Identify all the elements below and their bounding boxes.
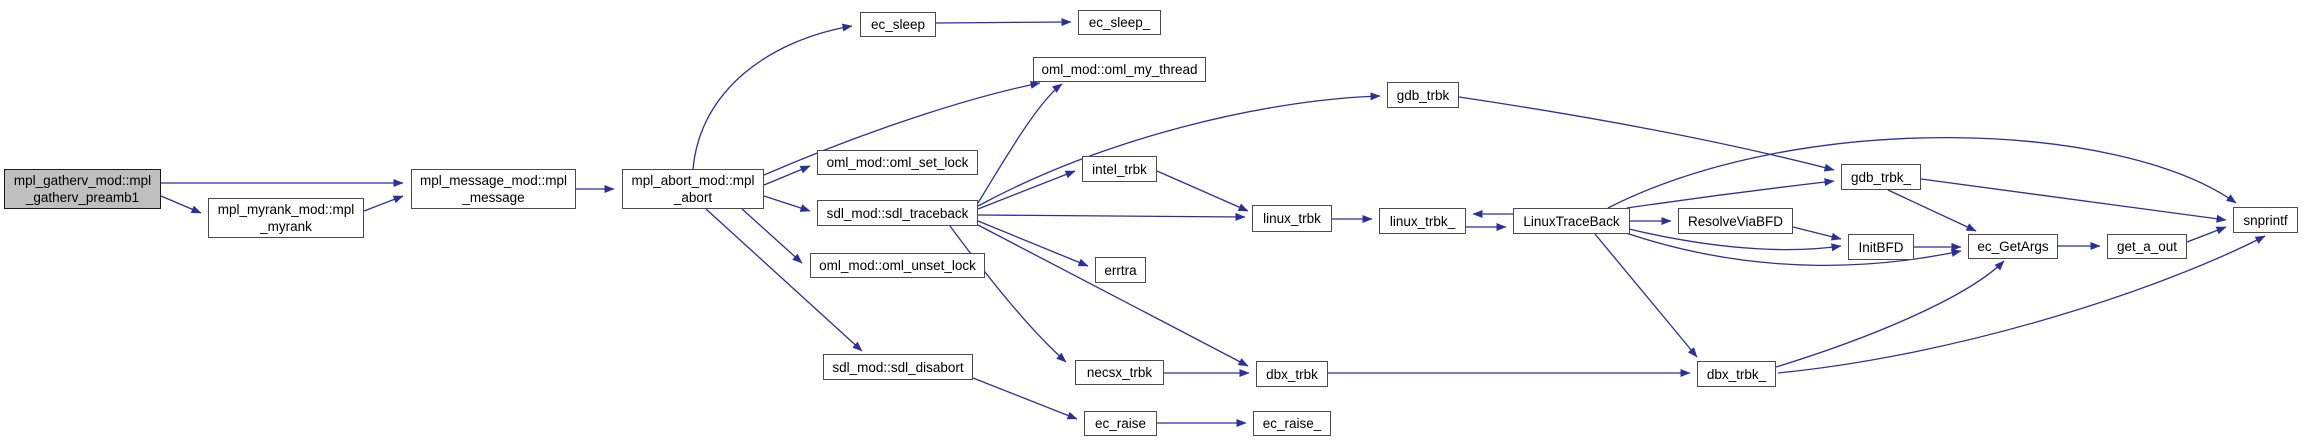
edge-intel-trbk-to-linux-trbk bbox=[1156, 170, 1249, 212]
node-ec-sleep[interactable]: ec_sleep bbox=[860, 12, 936, 37]
node-linux-trbk[interactable]: linux_trbk bbox=[1252, 205, 1332, 232]
node-ec-GetArgs[interactable]: ec_GetArgs bbox=[1968, 234, 2058, 259]
edge-gdb-trbk-u-to-ec-GetArgs bbox=[1887, 189, 1977, 232]
edge-mpl-abort-to-oml-my-thread bbox=[763, 80, 1041, 176]
edge-sdl-traceback-to-oml-my-thread bbox=[977, 83, 1063, 204]
node-gdb-trbk-u[interactable]: gdb_trbk_ bbox=[1841, 164, 1921, 190]
edge-mpl-abort-to-oml-set-lock bbox=[763, 165, 811, 186]
edge-LinuxTraceBack-to-snprintf bbox=[1607, 136, 2237, 209]
node-intel-trbk[interactable]: intel_trbk bbox=[1082, 156, 1157, 182]
edge-LinuxTraceBack-to-gdb-trbk-u bbox=[1626, 178, 1835, 209]
edge-gdb-trbk-to-gdb-trbk-u bbox=[1458, 96, 1835, 172]
node-errtra[interactable]: errtra bbox=[1095, 257, 1146, 283]
edge-sdl-traceback-to-dbx-trbk bbox=[977, 224, 1249, 367]
node-InitBFD[interactable]: InitBFD bbox=[1848, 234, 1914, 260]
node-necsx-trbk[interactable]: necsx_trbk bbox=[1075, 360, 1164, 385]
node-linux-trbk-u[interactable]: linux_trbk_ bbox=[1379, 208, 1466, 234]
node-ec-raise-u[interactable]: ec_raise_ bbox=[1253, 411, 1331, 436]
node-sdl-disabort[interactable]: sdl_mod::sdl_disabort bbox=[823, 354, 973, 380]
edge-dbx-trbk-u-to-snprintf bbox=[1777, 235, 2266, 374]
edge-dbx-trbk-u-to-ec-GetArgs bbox=[1775, 260, 2005, 368]
node-mpl-myrank[interactable]: mpl_myrank_mod::mpl _myrank bbox=[208, 198, 364, 238]
node-gatherv-preamb1[interactable]: mpl_gatherv_mod::mpl _gatherv_preamb1 bbox=[4, 169, 161, 209]
edge-gatherv-preamb1-to-mpl-myrank bbox=[160, 195, 202, 214]
edge-mpl-abort-to-oml-unset-lock bbox=[741, 208, 803, 264]
node-snprintf[interactable]: snprintf bbox=[2233, 207, 2298, 233]
node-oml-my-thread[interactable]: oml_mod::oml_my_thread bbox=[1033, 57, 1206, 82]
edge-get-a-out-to-snprintf bbox=[2186, 226, 2227, 243]
node-ec-sleep-u[interactable]: ec_sleep_ bbox=[1078, 10, 1161, 35]
node-oml-set-lock[interactable]: oml_mod::oml_set_lock bbox=[817, 150, 978, 175]
edge-ResolveViaBFD-to-InitBFD bbox=[1792, 226, 1842, 241]
edge-mpl-abort-to-sdl-disabort bbox=[705, 208, 863, 352]
node-dbx-trbk[interactable]: dbx_trbk bbox=[1256, 361, 1328, 387]
node-mpl-message[interactable]: mpl_message_mod::mpl _message bbox=[411, 169, 576, 209]
node-dbx-trbk-u[interactable]: dbx_trbk_ bbox=[1697, 361, 1776, 387]
edge-sdl-traceback-to-intel-trbk bbox=[977, 170, 1076, 210]
edge-sdl-traceback-to-linux-trbk bbox=[977, 212, 1246, 221]
node-get-a-out[interactable]: get_a_out bbox=[2107, 234, 2187, 259]
edge-ec-sleep-to-ec-sleep-u bbox=[935, 18, 1072, 27]
edge-mpl-abort-to-ec-sleep bbox=[692, 23, 853, 170]
edge-sdl-traceback-to-gdb-trbk bbox=[977, 92, 1381, 207]
node-mpl-abort[interactable]: mpl_abort_mod::mpl _abort bbox=[622, 169, 764, 209]
edge-mpl-abort-to-sdl-traceback bbox=[763, 195, 811, 212]
node-oml-unset-lock[interactable]: oml_mod::oml_unset_lock bbox=[810, 253, 985, 278]
edge-mpl-myrank-to-mpl-message bbox=[363, 195, 404, 212]
edge-sdl-traceback-to-errtra bbox=[977, 220, 1089, 267]
edge-LinuxTraceBack-to-ec-GetArgs bbox=[1625, 232, 1962, 266]
node-LinuxTraceBack[interactable]: LinuxTraceBack bbox=[1513, 208, 1630, 234]
node-ec-raise[interactable]: ec_raise bbox=[1084, 411, 1157, 436]
edge-sdl-traceback-to-necsx-trbk bbox=[949, 225, 1067, 363]
node-ResolveViaBFD[interactable]: ResolveViaBFD bbox=[1678, 208, 1793, 234]
edge-sdl-disabort-to-ec-raise bbox=[972, 377, 1078, 420]
node-sdl-traceback[interactable]: sdl_mod::sdl_traceback bbox=[817, 200, 978, 226]
edge-LinuxTraceBack-to-InitBFD bbox=[1628, 228, 1842, 252]
node-gdb-trbk[interactable]: gdb_trbk bbox=[1387, 82, 1459, 108]
edge-LinuxTraceBack-to-dbx-trbk-u bbox=[1594, 233, 1698, 358]
edge-gdb-trbk-u-to-snprintf bbox=[1920, 178, 2227, 223]
